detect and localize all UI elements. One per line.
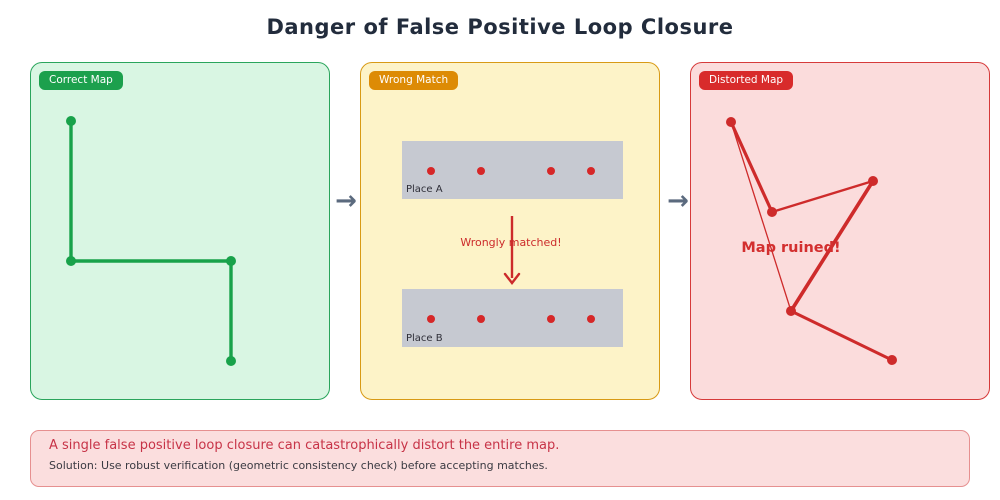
correct-map-drawing [66,116,236,366]
summary-note: A single false positive loop closure can… [30,430,970,487]
distorted-map-badge: Distorted Map [699,71,794,90]
place-b-label: Place B [406,333,443,344]
panel-correct-map: Correct Map [30,62,330,400]
wrongly-matched-label: Wrongly matched! [460,236,562,249]
page-title: Danger of False Positive Loop Closure [266,15,734,39]
note-warning-text: A single false positive loop closure can… [49,438,560,453]
correct-map-badge: Correct Map [39,71,123,90]
right-arrow-icon: → [667,186,689,216]
map-ruined-label: Map ruined! [741,240,841,256]
wrong-match-badge: Wrong Match [369,71,459,90]
note-solution-text: Solution: Use robust verification (geome… [49,459,548,472]
wrong-match-drawing [402,141,623,347]
distorted-map-drawing [726,117,897,365]
panel-distorted-map: Distorted Map Map ruined! [690,62,990,400]
place-a-label: Place A [406,184,443,195]
right-arrow-icon: → [335,186,357,216]
panel-wrong-match: Wrong Match Place A Place B Wrongly matc… [360,62,660,400]
